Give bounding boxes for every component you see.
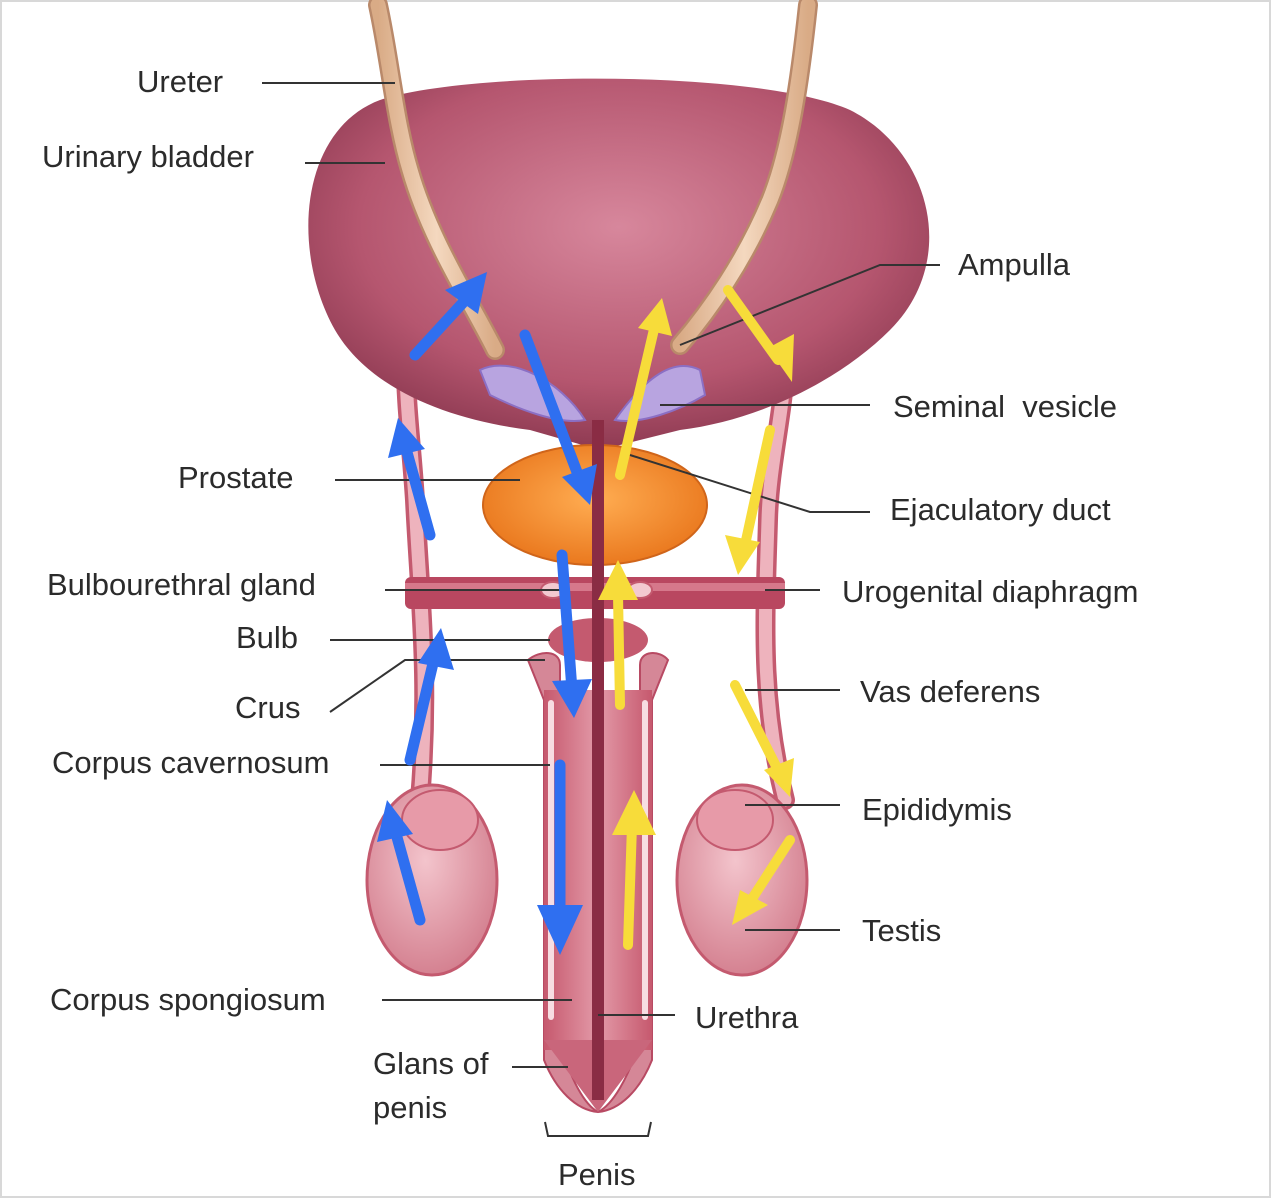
label-crus: Crus — [235, 690, 300, 725]
label-prostate: Prostate — [178, 460, 293, 495]
spongiosum-dots — [548, 700, 648, 1020]
label-glans-line1: Glans of — [373, 1046, 489, 1081]
label-penis: Penis — [558, 1157, 636, 1192]
yellow-arrows — [598, 285, 795, 950]
label-epididymis: Epididymis — [862, 792, 1012, 827]
label-ampulla: Ampulla — [958, 247, 1071, 282]
label-ureter: Ureter — [137, 64, 223, 99]
label-corpus-cavernosum: Corpus cavernosum — [52, 745, 329, 780]
label-bulb: Bulb — [236, 620, 298, 655]
label-glans-line2: penis — [373, 1090, 447, 1125]
label-bulbourethral-gland: Bulbourethral gland — [47, 567, 316, 602]
label-urethra: Urethra — [695, 1000, 799, 1035]
blue-arrows — [377, 272, 597, 955]
label-vas-deferens: Vas deferens — [860, 674, 1040, 709]
label-ejaculatory-duct: Ejaculatory duct — [890, 492, 1111, 527]
label-corpus-spongiosum: Corpus spongiosum — [50, 982, 326, 1017]
label-urogenital-diaphragm: Urogenital diaphragm — [842, 574, 1138, 609]
label-seminal-vesicle: Seminal vesicle — [893, 389, 1117, 424]
label-testis: Testis — [862, 913, 941, 948]
label-urinary-bladder: Urinary bladder — [42, 139, 254, 174]
urethra-shape — [592, 420, 604, 1100]
